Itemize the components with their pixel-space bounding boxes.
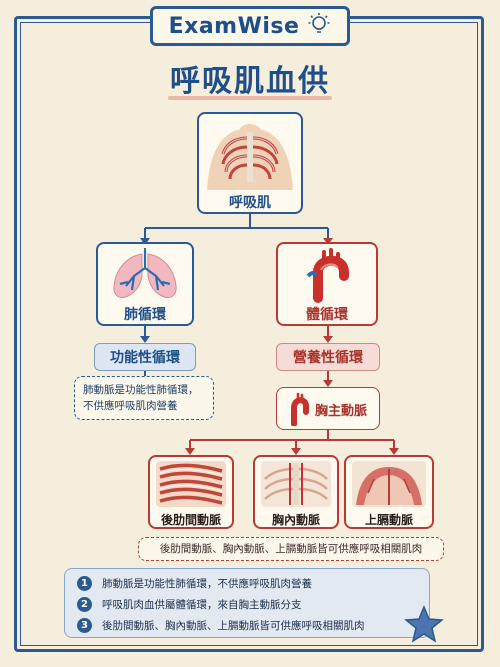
summary-text-1: 肺動脈是功能性肺循環，不供應呼吸肌肉營養 [102,578,312,590]
summary-row-2: 2 呼吸肌肉血供屬體循環，來自胸主動脈分支 [77,597,302,612]
summary-number-2: 2 [77,597,92,612]
root-label: 呼吸肌 [229,195,271,211]
lightbulb-icon [307,11,331,41]
internal-thoracic-label: 胸內動脈 [271,513,320,527]
posterior-intercostal-label: 後肋間動脈 [160,513,221,527]
systemic-label: 體循環 [306,307,348,323]
brand-name: ExamWise [168,13,300,39]
pulmonary-note-line-2: 不供應呼吸肌肉營養 [83,400,178,412]
pulmonary-note-line-1: 肺動脈是功能性肺循環， [83,384,199,396]
title-underline [168,96,332,100]
summary-text-3: 後肋間動脈、胸內動脈、上膈動脈皆可供應呼吸相關肌肉 [102,620,365,632]
pulmonary-card: 肺循環 [96,242,194,326]
page-title: 呼吸肌血供 [170,64,330,99]
superior-phrenic-label: 上膈動脈 [364,513,413,527]
summary-row-1: 1 肺動脈是功能性肺循環，不供應呼吸肌肉營養 [77,576,312,591]
systemic-card: 體循環 [276,242,378,326]
pulmonary-note: 肺動脈是功能性肺循環， 不供應呼吸肌肉營養 [74,376,214,420]
star-icon [404,605,444,643]
lungs-icon [113,248,177,299]
superior-phrenic-card: 上膈動脈 [344,455,434,529]
thoracic-aorta-label: 胸主動脈 [315,404,368,419]
posterior-intercostal-icon [156,461,226,507]
summary-text-2: 呼吸肌肉血供屬體循環，來自胸主動脈分支 [102,599,302,611]
systemic-note: 後肋間動脈、胸內動脈、上膈動脈皆可供應呼吸相關肌肉 [138,537,444,561]
summary-number-3: 3 [77,618,92,633]
brand-banner: ExamWise [150,6,350,46]
internal-thoracic-icon [261,461,331,507]
posterior-intercostal-card: 後肋間動脈 [148,455,234,529]
functional-circulation-pill: 功能性循環 [94,343,196,371]
superior-phrenic-icon [352,461,426,507]
summary-number-1: 1 [77,576,92,591]
nutritive-circulation-pill: 營養性循環 [276,343,380,371]
ribcage-torso-icon [207,124,293,190]
thoracic-aorta-icon [291,392,309,426]
thoracic-aorta-card: 胸主動脈 [276,387,380,430]
aorta-icon [306,248,349,303]
root-card: 呼吸肌 [197,112,303,214]
internal-thoracic-card: 胸內動脈 [253,455,339,529]
summary-box: 1 肺動脈是功能性肺循環，不供應呼吸肌肉營養 2 呼吸肌肉血供屬體循環，來自胸主… [64,568,430,638]
pulmonary-label: 肺循環 [124,307,166,323]
summary-row-3: 3 後肋間動脈、胸內動脈、上膈動脈皆可供應呼吸相關肌肉 [77,618,365,633]
